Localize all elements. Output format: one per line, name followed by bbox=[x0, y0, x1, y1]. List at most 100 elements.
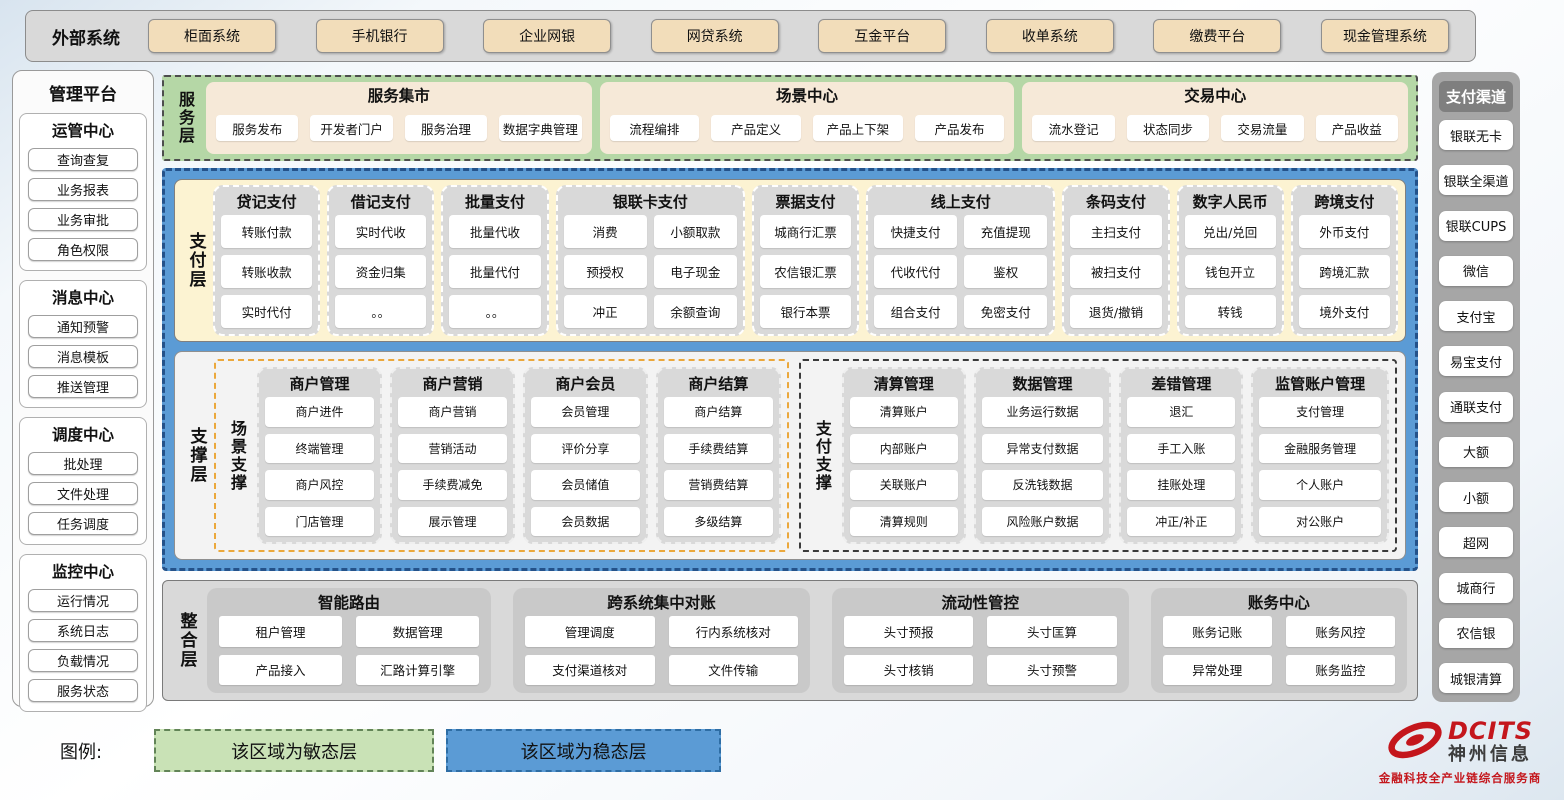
support-item: 支付管理 bbox=[1259, 397, 1382, 427]
management-item: 消息模板 bbox=[28, 345, 138, 368]
error-management-column: 差错管理 退汇手工入账挂账处理冲正/补正 bbox=[1119, 367, 1244, 544]
dcits-swirl-icon bbox=[1387, 717, 1443, 767]
support-item: 手续费减免 bbox=[397, 470, 507, 500]
data-management-column: 数据管理 业务运行数据异常支付数据反洗钱数据风险账户数据 bbox=[973, 367, 1112, 544]
merchant-marketing-column: 商户营销 商户营销营销活动手续费减免展示管理 bbox=[389, 367, 515, 544]
column-title: 商户管理 bbox=[289, 375, 350, 393]
payment-item: 外币支付 bbox=[1298, 215, 1390, 248]
legend-stable-layer: 该区域为稳态层 bbox=[446, 729, 722, 772]
integration-item: 支付渠道核对 bbox=[525, 654, 655, 685]
payment-item: 转钱 bbox=[1184, 295, 1276, 328]
payment-column-credit: 贷记支付 转账付款转账收款实时代付 bbox=[213, 185, 321, 336]
support-item: 冲正/补正 bbox=[1127, 506, 1236, 536]
column-title: 贷记支付 bbox=[236, 193, 297, 211]
column-title: 借记支付 bbox=[350, 193, 411, 211]
payment-item: 快捷支付 bbox=[874, 215, 958, 248]
support-item: 金融服务管理 bbox=[1259, 433, 1382, 463]
integration-item: 头寸匡算 bbox=[987, 616, 1117, 647]
external-system-box: 网贷系统 bbox=[650, 19, 779, 53]
service-market-box: 服务集市 服务发布开发者门户服务治理数据字典管理 bbox=[206, 82, 592, 154]
service-item: 交易流量 bbox=[1221, 115, 1304, 141]
payment-channel-box: 银联无卡 bbox=[1439, 120, 1513, 150]
column-title: 清算管理 bbox=[873, 375, 934, 393]
support-item: 反洗钱数据 bbox=[981, 470, 1104, 500]
liquidity-control-group: 流动性管控 头寸预报头寸匡算头寸核销头寸预警 bbox=[831, 588, 1129, 693]
payment-item: 兑出/兑回 bbox=[1184, 215, 1276, 248]
support-item: 商户营销 bbox=[397, 397, 507, 427]
support-item: 关联账户 bbox=[849, 470, 958, 500]
payment-column-online: 线上支付 快捷支付充值提现代收代付鉴权组合支付免密支付 bbox=[866, 185, 1056, 336]
payment-item: 主扫支付 bbox=[1070, 215, 1162, 248]
payment-channel-box: 小额 bbox=[1439, 482, 1513, 512]
service-item: 流水登记 bbox=[1032, 115, 1115, 141]
payment-item: 资金归集 bbox=[335, 255, 427, 288]
integration-item: 数据管理 bbox=[356, 616, 480, 647]
payment-item: 电子现金 bbox=[653, 255, 737, 288]
service-item: 开发者门户 bbox=[310, 115, 393, 141]
external-system-box: 互金平台 bbox=[818, 19, 947, 53]
support-item: 会员储值 bbox=[530, 470, 640, 500]
management-item: 角色权限 bbox=[28, 238, 138, 261]
section-title: 消息中心 bbox=[51, 289, 114, 307]
payment-item: 转账付款 bbox=[221, 215, 313, 248]
column-title: 批量支付 bbox=[465, 193, 526, 211]
management-platform-panel: 管理平台 运管中心 查询查复业务报表业务审批角色权限 消息中心 通知预警消息模板… bbox=[12, 70, 154, 712]
service-item: 产品定义 bbox=[711, 115, 801, 141]
payment-column-crossborder: 跨境支付 外币支付跨境汇款境外支付 bbox=[1290, 185, 1398, 336]
management-item: 运行情况 bbox=[28, 589, 138, 612]
merchant-management-column: 商户管理 商户进件终端管理商户风控门店管理 bbox=[257, 367, 382, 544]
payment-channel-box: 城商行 bbox=[1439, 572, 1513, 603]
payment-column-bill: 票据支付 城商行汇票农信银汇票银行本票 bbox=[751, 185, 860, 336]
integration-item: 账务记账 bbox=[1162, 616, 1272, 647]
column-title: 监管账户管理 bbox=[1275, 375, 1366, 393]
management-item: 查询查复 bbox=[28, 148, 138, 171]
column-title: 线上支付 bbox=[930, 193, 991, 211]
payment-channel-box: 银联全渠道 bbox=[1439, 165, 1513, 196]
payment-item: 跨境汇款 bbox=[1298, 255, 1390, 288]
dcits-logo: DCITS 神州信息 金融科技全产业链综合服务商 bbox=[1362, 717, 1558, 786]
management-item: 业务审批 bbox=[28, 208, 138, 231]
payment-item: 批量代收 bbox=[449, 215, 541, 248]
support-item: 多级结算 bbox=[663, 506, 773, 536]
support-item: 个人账户 bbox=[1259, 470, 1382, 500]
section-dispatch-center: 调度中心 批处理文件处理任务调度 bbox=[19, 417, 147, 545]
support-item: 门店管理 bbox=[265, 506, 374, 536]
cross-system-reconciliation-group: 跨系统集中对账 管理调度行内系统核对支付渠道核对文件传输 bbox=[513, 588, 810, 693]
stable-area: 支付层 贷记支付 转账付款转账收款实时代付 借记支付 实时代收资金归集。。 批量… bbox=[162, 168, 1418, 571]
service-layer-label: 服务层 bbox=[176, 91, 195, 145]
integration-item: 管理调度 bbox=[525, 616, 655, 647]
integration-item: 产品接入 bbox=[219, 654, 343, 685]
column-title: 跨境支付 bbox=[1314, 193, 1375, 211]
support-item: 商户进件 bbox=[265, 397, 374, 427]
support-item: 退汇 bbox=[1127, 397, 1236, 427]
service-item: 服务治理 bbox=[404, 115, 488, 141]
support-item: 清算规则 bbox=[849, 506, 958, 536]
integration-item: 账务监控 bbox=[1285, 654, 1395, 685]
legend-label: 图例: bbox=[60, 741, 103, 763]
section-monitor-center: 监控中心 运行情况系统日志负载情况服务状态 bbox=[19, 554, 147, 712]
column-title: 票据支付 bbox=[775, 193, 836, 211]
group-title: 智能路由 bbox=[318, 594, 381, 612]
column-title: 商户营销 bbox=[422, 375, 483, 393]
payment-channel-box: 超网 bbox=[1439, 527, 1513, 558]
service-item: 服务发布 bbox=[216, 115, 299, 141]
service-item: 产品收益 bbox=[1315, 115, 1398, 141]
external-system-box: 柜面系统 bbox=[148, 19, 276, 53]
column-title: 差错管理 bbox=[1151, 375, 1212, 393]
payment-column-barcode: 条码支付 主扫支付被扫支付退货/撤销 bbox=[1062, 185, 1170, 336]
payment-column-batch: 批量支付 批量代收批量代付。。 bbox=[441, 185, 549, 336]
column-title: 银联卡支付 bbox=[612, 193, 688, 211]
management-item: 通知预警 bbox=[28, 315, 138, 338]
payment-item: 。。 bbox=[335, 295, 427, 328]
legend-agile-layer: 该区域为敏态层 bbox=[154, 729, 435, 772]
payment-item: 冲正 bbox=[563, 295, 647, 328]
management-item: 负载情况 bbox=[28, 649, 138, 672]
column-title: 数字人民币 bbox=[1192, 193, 1268, 211]
management-item: 文件处理 bbox=[28, 482, 138, 505]
support-layer-band: 支撑层 场景支撑 商户管理 商户进件终端管理商户风控门店管理 商户营销 商户营销… bbox=[174, 351, 1406, 560]
external-system-box: 手机银行 bbox=[315, 19, 444, 53]
support-item: 异常支付数据 bbox=[981, 433, 1104, 463]
integration-item: 租户管理 bbox=[219, 616, 343, 647]
support-item: 挂账处理 bbox=[1127, 470, 1236, 500]
